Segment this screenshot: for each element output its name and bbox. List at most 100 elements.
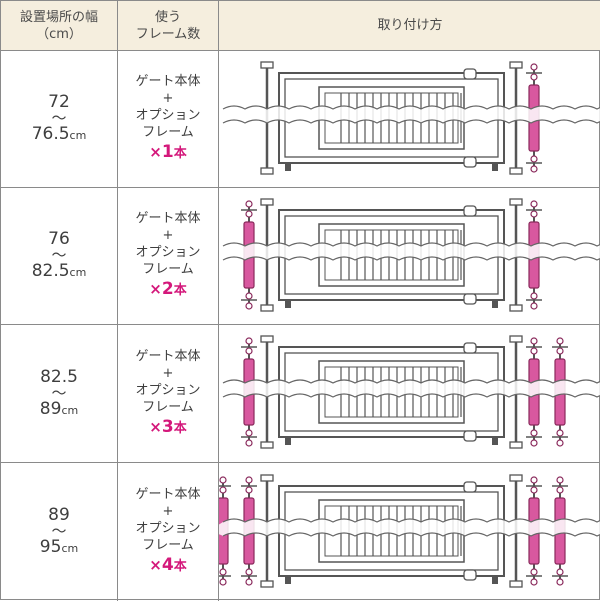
size-tilde: 〜 <box>51 383 67 402</box>
pole-cap <box>509 60 523 69</box>
frame-count: ×3本 <box>149 416 186 440</box>
installation-diagram-cell <box>219 188 600 325</box>
lock-knob <box>463 292 477 305</box>
pole-cap <box>260 60 274 69</box>
size-to-line: 82.5cm <box>32 262 87 282</box>
header-location-width-line2: （cm） <box>36 26 82 42</box>
size-to-line: 76.5cm <box>32 125 87 145</box>
size-cell: 89〜95cm <box>1 463 118 601</box>
installation-diagram-cell <box>219 463 600 601</box>
header-installation: 取り付け方 <box>219 1 600 51</box>
cut-band <box>219 105 600 123</box>
pole-cap <box>260 473 274 482</box>
frame-label: フレーム <box>142 399 194 415</box>
size-unit: cm <box>61 542 79 555</box>
pole-cap <box>509 303 523 312</box>
pole-cap <box>260 441 274 449</box>
pole-cap <box>509 473 523 482</box>
lock-knob <box>463 204 477 217</box>
frame-count-unit: 本 <box>173 283 187 298</box>
pole-cap <box>509 579 523 588</box>
size-unit: cm <box>69 266 87 279</box>
size-cell: 72〜76.5cm <box>1 51 118 188</box>
size-tilde: 〜 <box>51 109 67 127</box>
frame-count-number: 3 <box>161 416 174 437</box>
header-location-width: 設置場所の幅 （cm） <box>1 1 118 51</box>
cut-band <box>219 242 600 260</box>
pole-cap <box>260 166 274 175</box>
size-cell: 82.5〜89cm <box>1 325 118 463</box>
frames-cell: ゲート本体+オプションフレーム×3本 <box>118 325 219 463</box>
lock-knob <box>463 480 477 493</box>
size-to: 76.5 <box>31 124 70 144</box>
size-to: 82.5 <box>31 261 70 281</box>
size-to: 95 <box>39 537 62 557</box>
header-frames-used: 使う フレーム数 <box>118 1 219 51</box>
gate-diagram <box>219 473 600 588</box>
installation-diagram-cell <box>219 325 600 463</box>
frame-count-number: 2 <box>161 279 174 299</box>
frame-label: フレーム <box>142 125 194 140</box>
plus-label: + <box>162 365 174 381</box>
gate-diagram <box>219 335 600 449</box>
size-from: 82.5 <box>40 366 78 387</box>
times-sign: × <box>149 280 162 298</box>
lock-knob <box>463 67 477 80</box>
lock-knob <box>463 430 477 442</box>
times-sign: × <box>149 143 162 161</box>
pole-cap <box>260 335 274 343</box>
frame-count-number: 4 <box>161 555 174 575</box>
frames-cell: ゲート本体+オプションフレーム×2本 <box>118 188 219 325</box>
frames-cell: ゲート本体 + オプションフレーム×4本 <box>118 463 219 601</box>
cut-band <box>219 380 600 397</box>
size-to-line: 95cm <box>40 538 78 558</box>
size-to: 89 <box>39 398 62 419</box>
pole-cap <box>260 197 274 206</box>
frame-count-unit: 本 <box>173 146 187 161</box>
pole-cap <box>509 441 523 449</box>
frame-count-unit: 本 <box>173 420 187 436</box>
plus-label: + <box>162 228 174 243</box>
plus-label: + <box>162 504 174 519</box>
frame-label: フレーム <box>142 262 194 277</box>
header-installation-label: 取り付け方 <box>377 18 443 33</box>
gate-main-label: ゲート本体 <box>135 487 201 502</box>
pole-cap <box>260 579 274 588</box>
frame-count: ×2本 <box>149 278 186 302</box>
size-from: 76 <box>48 229 70 249</box>
gate-main-label: ゲート本体 <box>135 211 201 226</box>
gate-diagram <box>219 60 600 175</box>
header-frames-used-line2: フレーム数 <box>135 26 201 42</box>
frame-label: フレーム <box>142 538 194 553</box>
frame-count: ×4本 <box>149 554 186 578</box>
size-tilde: 〜 <box>51 246 67 264</box>
pole-cap <box>509 166 523 175</box>
gate-main-label: ゲート本体 <box>135 74 201 89</box>
header-frames-used-line1: 使う <box>154 9 181 25</box>
gate-diagram <box>219 197 600 312</box>
pole-cap <box>509 335 523 343</box>
frame-count-number: 1 <box>161 142 174 162</box>
option-label: オプション <box>135 521 201 536</box>
size-unit: cm <box>69 129 87 142</box>
plus-label: + <box>162 91 174 106</box>
frames-cell: ゲート本体+オプションフレーム×1本 <box>118 51 219 188</box>
size-cell: 76〜82.5cm <box>1 188 118 325</box>
times-sign: × <box>149 417 162 436</box>
option-label: オプション <box>135 245 201 260</box>
times-sign: × <box>149 556 162 574</box>
option-label: オプション <box>135 108 201 123</box>
option-label: オプション <box>135 382 201 398</box>
header-location-width-line1: 設置場所の幅 <box>19 9 98 25</box>
lock-knob <box>463 342 477 354</box>
gate-main-label: ゲート本体 <box>135 348 201 364</box>
size-unit: cm <box>61 403 79 417</box>
option-frame <box>219 475 231 586</box>
size-tilde: 〜 <box>51 522 67 540</box>
lock-knob <box>463 155 477 168</box>
cut-band <box>219 518 600 536</box>
pole-cap <box>509 197 523 206</box>
size-from: 72 <box>48 92 70 112</box>
frame-count: ×1本 <box>149 141 186 165</box>
